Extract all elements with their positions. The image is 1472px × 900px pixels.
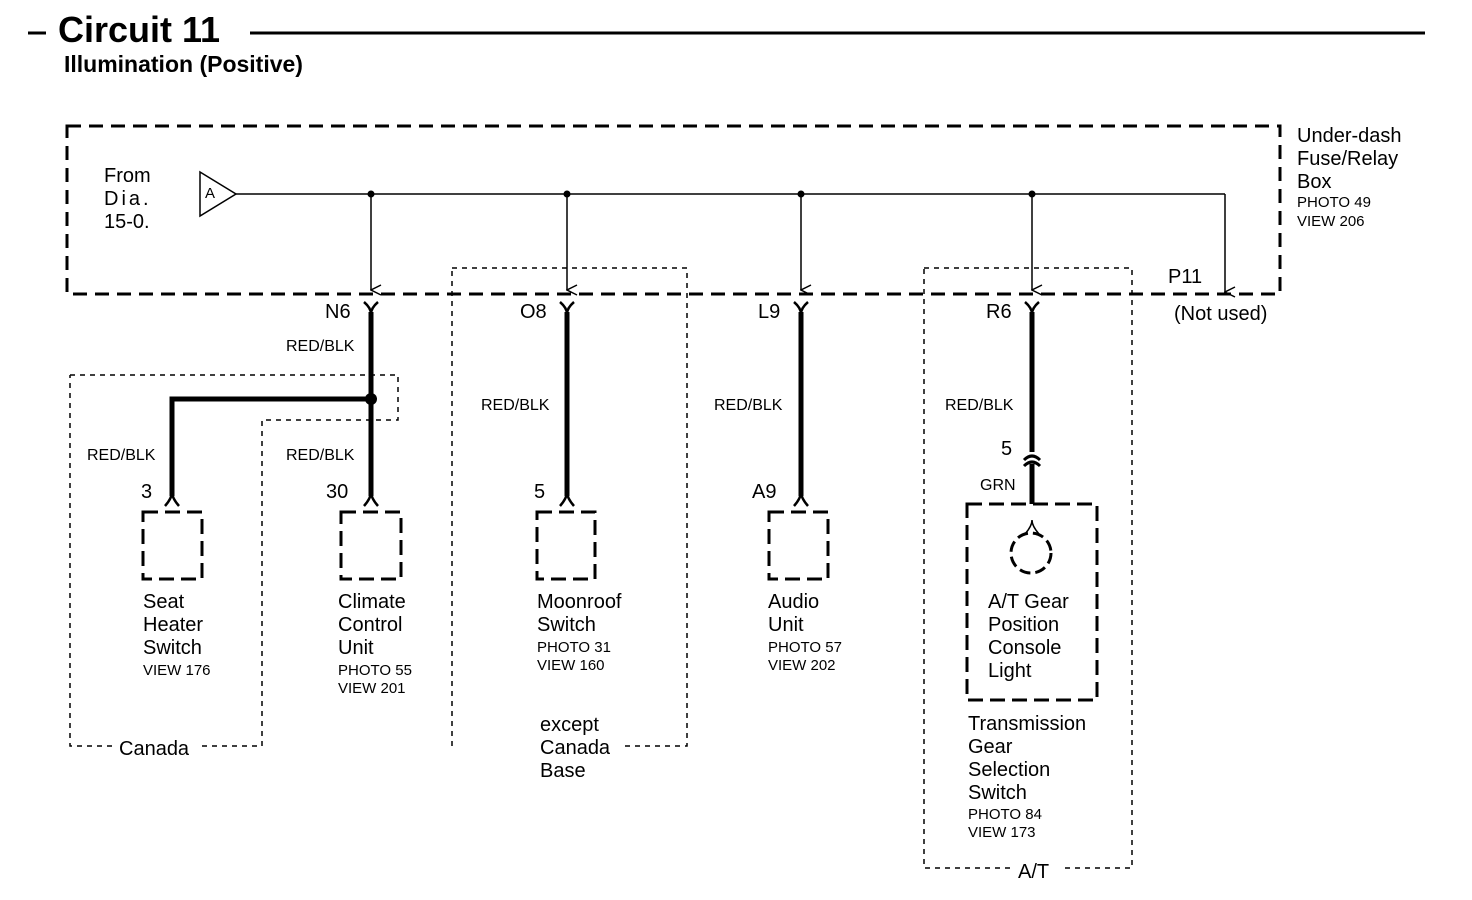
terminal-p11: P11 [1168, 266, 1202, 288]
region-canada-outline [69, 374, 399, 747]
at-light-line-1: A/T Gear [988, 591, 1069, 613]
bulb-socket-icon [1024, 519, 1040, 535]
audio-label: Audio Unit PHOTO 57 VIEW 202 [768, 591, 842, 674]
climate-view: VIEW 201 [338, 680, 406, 697]
connector-a-triangle: A [199, 170, 238, 218]
connector-triangle-icon [199, 170, 238, 218]
at-light-line-2: Position [988, 614, 1059, 636]
moonroof-label: Moonroof Switch PHOTO 31 VIEW 160 [537, 591, 622, 674]
at-light-line-3: Console [988, 637, 1061, 659]
climate-photo: PHOTO 55 [338, 662, 412, 679]
wire-label-at: RED/BLK [945, 397, 1014, 414]
audio-pin-icon [793, 491, 809, 507]
bulb-circle-icon [1009, 531, 1053, 575]
source-line-2: Dia. [104, 188, 152, 210]
tgs-line-2: Gear [968, 736, 1013, 758]
terminal-n6: N6 [325, 301, 351, 323]
fuse-box-outline [65, 124, 1282, 296]
moonroof-switch-box [535, 510, 597, 581]
seat-line-2: Heater [143, 614, 203, 636]
connector-letter: A [205, 185, 215, 202]
climate-line-1: Climate [338, 591, 406, 613]
moonroof-photo: PHOTO 31 [537, 639, 611, 656]
fuse-box-line-3: Box [1297, 171, 1331, 193]
moonroof-pin-icon [559, 491, 575, 507]
region-except-line-1: except [540, 714, 599, 736]
seat-heater-switch-box [141, 510, 204, 581]
bulb-icon [1009, 519, 1053, 575]
terminal-l9: L9 [758, 301, 780, 323]
audio-line-2: Unit [768, 614, 804, 636]
fuse-box-line-2: Fuse/Relay [1297, 148, 1398, 170]
tgs-line-4: Switch [968, 782, 1027, 804]
region-at-label: A/T [1018, 861, 1049, 883]
fuse-box-view: VIEW 206 [1297, 213, 1365, 230]
terminal-r6: R6 [986, 301, 1012, 323]
fuse-box-line-1: Under-dash [1297, 125, 1402, 147]
audio-photo: PHOTO 57 [768, 639, 842, 656]
fuse-box-photo: PHOTO 49 [1297, 194, 1371, 211]
terminal-p11-note: (Not used) [1174, 303, 1267, 325]
header: Circuit 11 Illumination (Positive) [28, 9, 1425, 77]
branch-n6: RED/BLK RED/BLK RED/BLK 3 30 [87, 301, 379, 507]
region-canada-label: Canada [119, 738, 190, 760]
wire-label-audio: RED/BLK [714, 397, 783, 414]
branch-l9: RED/BLK A9 [714, 301, 809, 507]
tgs-label: Transmission Gear Selection Switch PHOTO… [968, 713, 1086, 841]
terminal-o8: O8 [520, 301, 547, 323]
at-light-line-4: Light [988, 660, 1032, 682]
seat-line-1: Seat [143, 591, 185, 613]
seat-pin-icon [164, 491, 180, 507]
transmission-switch-box [965, 502, 1099, 702]
bus-wiring [236, 190, 1225, 293]
region-except-line-2: Canada [540, 737, 611, 759]
climate-line-3: Unit [338, 637, 374, 659]
moonroof-line-2: Switch [537, 614, 596, 636]
seat-heater-label: Seat Heater Switch VIEW 176 [143, 591, 211, 679]
seat-line-3: Switch [143, 637, 202, 659]
audio-line-1: Audio [768, 591, 819, 613]
connector-5-lower-icon [1022, 460, 1042, 468]
tgs-photo: PHOTO 84 [968, 806, 1042, 823]
climate-line-2: Control [338, 614, 402, 636]
audio-unit-box [767, 510, 830, 581]
pin-climate: 30 [326, 481, 348, 503]
source-label: From Dia. 15-0. [104, 165, 152, 233]
audio-view: VIEW 202 [768, 657, 836, 674]
moonroof-view: VIEW 160 [537, 657, 605, 674]
region-except-line-3: Base [540, 760, 586, 782]
pin-moonroof: 5 [534, 481, 545, 503]
region-except-outline [451, 267, 688, 747]
tgs-line-1: Transmission [968, 713, 1086, 735]
wire-label-seat: RED/BLK [87, 447, 156, 464]
tgs-view: VIEW 173 [968, 824, 1036, 841]
seat-view: VIEW 176 [143, 662, 211, 679]
region-at-outline [923, 267, 1133, 869]
climate-label: Climate Control Unit PHOTO 55 VIEW 201 [338, 591, 412, 697]
source-line-3: 15-0. [104, 211, 150, 233]
pin-audio: A9 [752, 481, 776, 503]
page-subtitle: Illumination (Positive) [64, 51, 303, 77]
branch-o8: RED/BLK 5 [481, 301, 575, 507]
moonroof-line-1: Moonroof [537, 591, 622, 613]
wire-label-grn: GRN [980, 477, 1016, 494]
connector-5-upper-icon [1022, 454, 1042, 462]
wire-label-n6-top: RED/BLK [286, 338, 355, 355]
wire-n6-to-seat [169, 396, 371, 496]
source-line-1: From [104, 165, 151, 187]
climate-control-unit-box [339, 510, 403, 581]
wire-label-climate: RED/BLK [286, 447, 355, 464]
page-title: Circuit 11 [58, 9, 220, 50]
wire-label-moonroof: RED/BLK [481, 397, 550, 414]
branch-r6: RED/BLK 5 GRN [945, 301, 1042, 504]
pin-seat: 3 [141, 481, 152, 503]
fuse-box-label: Under-dash Fuse/Relay Box PHOTO 49 VIEW … [1297, 125, 1402, 230]
at-light-label: A/T Gear Position Console Light [988, 591, 1069, 682]
tgs-line-3: Selection [968, 759, 1050, 781]
pin-at: 5 [1001, 438, 1012, 460]
climate-pin-icon [363, 491, 379, 507]
